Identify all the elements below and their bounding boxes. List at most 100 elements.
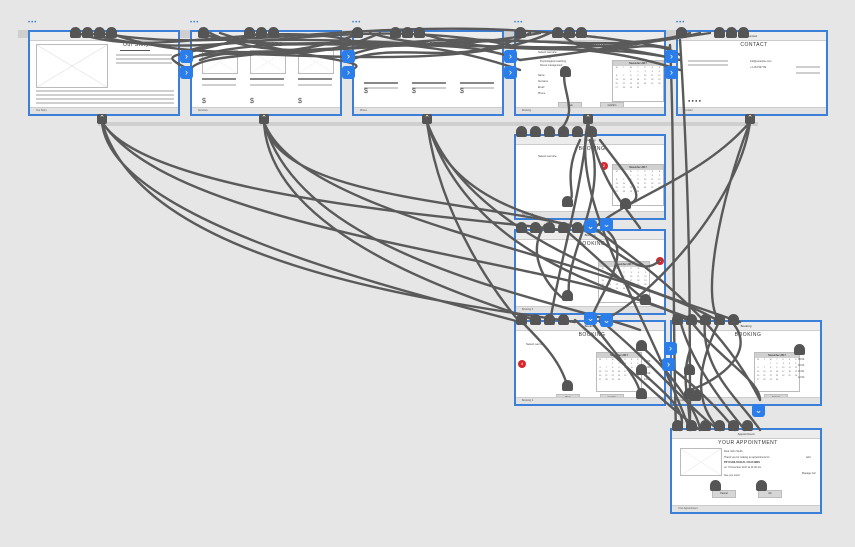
link-handle[interactable] [558,126,569,137]
calendar-day[interactable]: 9 [776,367,778,369]
calendar-day[interactable]: 6 [599,367,601,369]
calendar-day[interactable]: M [615,67,618,69]
link-handle[interactable] [558,222,569,233]
calendar-day[interactable]: 23 [636,187,640,189]
link-handle[interactable] [515,27,526,38]
link-handle[interactable] [402,27,413,38]
time-slot[interactable]: 12:00 [644,372,651,375]
calendar-day[interactable]: S [658,171,661,173]
calendar-day[interactable]: 20 [615,187,618,189]
link-handle[interactable] [794,344,805,355]
calendar-day[interactable]: 1 [616,272,618,274]
link-handle[interactable] [516,126,527,137]
calendar-day[interactable]: 17 [644,183,647,185]
link-handle[interactable] [82,27,93,38]
calendar-day[interactable]: 18 [788,371,791,373]
link-handle[interactable] [558,314,569,325]
calendar-day[interactable]: 19 [644,280,647,282]
calendar-day[interactable]: 20 [615,83,618,85]
calendar-day[interactable]: 28 [605,379,608,381]
chevron-up-icon[interactable]: ⌃ [259,114,269,124]
link-handle[interactable] [690,390,701,401]
link-handle[interactable] [726,27,737,38]
calendar-day[interactable]: 29 [629,191,632,193]
calendar-day[interactable]: W [629,67,632,69]
link-handle[interactable] [268,27,279,38]
service-option[interactable]: Psychological coaching [540,60,566,63]
link-handle[interactable] [684,364,695,375]
next-arrow-icon[interactable]: › [662,358,675,371]
link-handle[interactable] [544,314,555,325]
screen-your-appointment[interactable]: Appointment YOUR APPOINTMENT Dear John S… [670,428,822,514]
link-handle[interactable] [572,222,583,233]
calendar-day[interactable]: 8 [630,75,632,77]
calendar-day[interactable]: 29 [769,379,772,381]
link-handle[interactable] [672,420,683,431]
calendar-day[interactable]: 30 [636,87,640,89]
calendar-day[interactable]: F [630,268,632,270]
link-handle[interactable] [636,340,647,351]
calendar-day[interactable]: 19 [658,79,661,81]
calendar-day[interactable]: 10 [644,179,647,181]
calendar-day[interactable]: 7 [605,367,607,369]
next-arrow-icon[interactable]: › [342,66,355,79]
time-slot[interactable]: 13:00 [644,378,651,381]
calendar-day[interactable]: 6 [602,276,604,278]
calendar-day[interactable]: 19 [794,371,797,373]
calendar-day[interactable]: 28 [622,87,625,89]
calendar-day[interactable]: 9 [618,367,620,369]
time-slot[interactable]: 09:00 [798,358,805,361]
link-handle[interactable] [636,364,647,375]
calendar-day[interactable]: 22 [615,284,618,286]
link-handle[interactable] [686,314,697,325]
calendar-day[interactable]: 4 [789,363,791,365]
time-slot[interactable]: 10:00 [798,364,805,367]
calendar-day[interactable]: F [624,359,626,361]
calendar-day[interactable]: 21 [608,284,611,286]
calendar-day[interactable]: 23 [775,375,779,377]
link-handle[interactable] [684,388,695,399]
chevron-up-icon[interactable]: ⌃ [745,114,755,124]
link-handle[interactable] [728,314,739,325]
calendar-day[interactable]: 14 [622,183,625,185]
calendar-day[interactable]: M [599,359,601,361]
link-handle[interactable] [530,314,541,325]
calendar-day[interactable]: 17 [624,371,627,373]
calendar-day[interactable]: 3 [630,272,632,274]
calendar-day[interactable]: 25 [788,375,791,377]
next-arrow-icon[interactable]: › [504,50,517,63]
calendar-day[interactable]: F [782,359,784,361]
calendar-day[interactable]: 9 [623,276,625,278]
calendar-day[interactable]: 12 [658,75,661,77]
calendar-day[interactable]: 14 [605,371,608,373]
calendar-day[interactable]: 7 [763,367,765,369]
calendar-day[interactable]: 20 [599,375,602,377]
link-handle[interactable] [640,294,651,305]
calendar-day[interactable]: T [763,359,766,361]
link-handle[interactable] [686,420,697,431]
calendar-day[interactable]: 16 [617,371,621,373]
calendar-day[interactable]: 11 [630,367,633,369]
down-arrow-icon[interactable]: ⌄ [600,314,613,327]
down-arrow-icon[interactable]: ⌄ [584,220,597,233]
calendar-day[interactable]: 13 [601,280,604,282]
calendar-day[interactable]: F [644,67,646,69]
calendar-day[interactable]: 27 [599,379,602,381]
calendar-day[interactable]: 12 [794,367,797,369]
calendar-day[interactable]: 16 [636,183,640,185]
link-handle[interactable] [560,66,571,77]
link-handle[interactable] [676,27,687,38]
calendar-day[interactable]: 13 [615,183,618,185]
calendar-day[interactable]: 14 [622,79,625,81]
link-handle[interactable] [620,198,631,209]
calendar-manage-icon[interactable]: Manage Cal [802,472,816,475]
link-handle[interactable] [738,27,749,38]
calendar-day[interactable]: M [757,359,759,361]
calendar-day[interactable]: 18 [651,183,654,185]
contact-phone[interactable]: +1 234 567 89 [750,66,767,69]
link-handle[interactable] [586,126,597,137]
calendar-day[interactable]: 5 [795,363,797,365]
calendar-day[interactable]: 3 [644,71,646,73]
calendar-day[interactable]: T [623,67,625,69]
